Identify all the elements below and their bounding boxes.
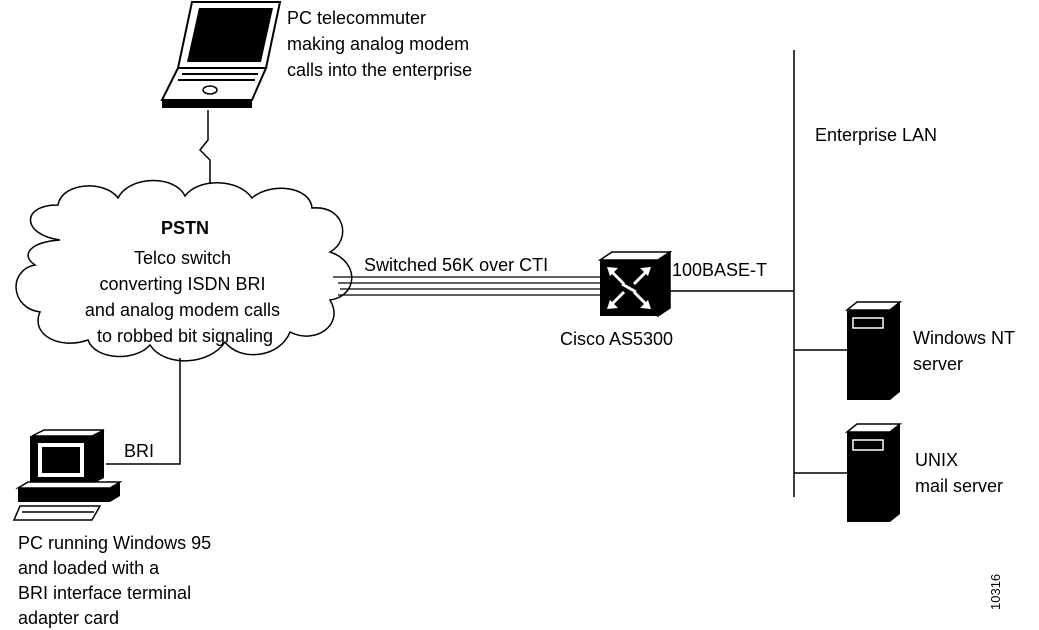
desktop-pc-icon <box>12 429 123 521</box>
trunk-lines <box>333 276 600 296</box>
desktop-caption: PC running Windows 95 and loaded with a … <box>18 533 216 628</box>
router-label: Cisco AS5300 <box>560 329 673 349</box>
lan-label: Enterprise LAN <box>815 125 937 145</box>
trunk-label: Switched 56K over CTI <box>364 255 548 275</box>
laptop-modem-link <box>198 110 211 195</box>
unix-server-label: UNIX mail server <box>915 450 1003 496</box>
laptop-icon <box>160 1 282 108</box>
router-icon <box>597 250 673 318</box>
server-icon <box>844 423 903 522</box>
figure-id: 10316 <box>988 574 1003 610</box>
laptop-caption: PC telecommuter making analog modem call… <box>287 8 474 80</box>
bri-link <box>106 358 181 465</box>
bri-label: BRI <box>124 441 154 461</box>
cloud-description: Telco switch converting ISDN BRI and ana… <box>85 248 285 346</box>
cloud-title: PSTN <box>161 218 209 238</box>
server-icon <box>844 301 903 400</box>
cloud-icon <box>15 179 353 362</box>
ethernet-label: 100BASE-T <box>672 260 767 280</box>
nt-server-label: Windows NT server <box>913 328 1020 374</box>
